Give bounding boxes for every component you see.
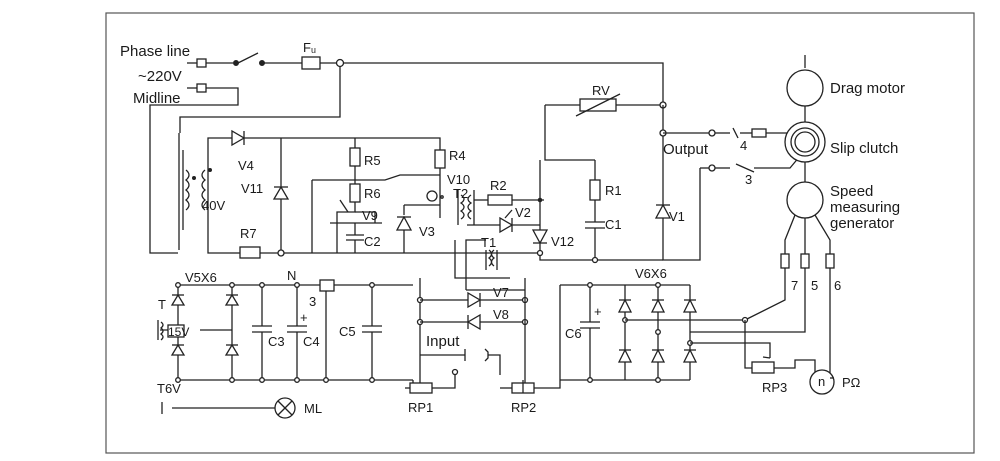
- resistor-r2: [487, 194, 513, 206]
- input-section: [405, 278, 561, 394]
- speed-meter: [809, 369, 835, 395]
- label-r6: R6: [364, 186, 381, 201]
- regulator-n: [319, 279, 335, 292]
- label-three-inner: 3: [309, 294, 316, 309]
- label-c6: C6: [565, 326, 582, 341]
- label-c4: C4: [303, 334, 320, 349]
- label-r4: R4: [449, 148, 466, 163]
- label-c5: C5: [339, 324, 356, 339]
- label-n-gen: n: [818, 374, 825, 389]
- label-r5: R5: [364, 153, 381, 168]
- label-15v: 15V: [168, 325, 189, 339]
- label-r2: R2: [490, 178, 507, 193]
- label-t: T: [158, 297, 166, 312]
- label-r1: R1: [605, 183, 622, 198]
- label-slip-clutch: Slip clutch: [830, 140, 898, 157]
- label-v10: V10: [447, 172, 470, 187]
- label-v3: V3: [419, 224, 435, 239]
- motor-assembly: [690, 55, 835, 378]
- label-p-omega: PΩ: [842, 375, 861, 390]
- label-t6v: T6V: [157, 381, 181, 396]
- diagram-frame: [105, 12, 975, 454]
- label-plus-c6: +: [594, 304, 602, 319]
- filter-capacitors: [252, 279, 413, 383]
- potentiometer-rp3: [751, 361, 775, 374]
- label-v9: V9: [362, 208, 378, 223]
- label-rp2: RP2: [511, 400, 536, 415]
- rectifier-v4: [230, 129, 540, 259]
- label-t2: T2: [453, 186, 468, 201]
- resistor-r7: [239, 246, 261, 259]
- label-v2: V2: [515, 205, 531, 220]
- label-v5x6: V5X6: [185, 270, 217, 285]
- label-term-6: 6: [834, 278, 841, 293]
- label-fuse: Fᵤ: [303, 40, 316, 55]
- resistor-r4: [434, 149, 446, 169]
- label-ml: ML: [304, 401, 322, 416]
- label-v8: V8: [493, 307, 509, 322]
- bridge-v6x6: [560, 282, 771, 383]
- resistor-r6: [349, 183, 361, 203]
- label-t1: T1: [481, 235, 496, 250]
- label-output: Output: [663, 141, 709, 158]
- potentiometer-rp1: [409, 382, 433, 394]
- label-220v: ~220V: [138, 68, 182, 85]
- label-c2: C2: [364, 234, 381, 249]
- label-rp1: RP1: [408, 400, 433, 415]
- label-term-5: 5: [811, 278, 818, 293]
- label-speed-2: measuring: [830, 199, 900, 216]
- control-chain-r4: [395, 149, 544, 253]
- label-term-3: 3: [745, 172, 752, 187]
- label-v12: V12: [551, 234, 574, 249]
- fuse: [301, 56, 321, 70]
- label-speed-3: generator: [830, 215, 894, 232]
- label-term-7: 7: [791, 278, 798, 293]
- clutch-leads: [715, 127, 806, 173]
- label-plus-c4: +: [300, 310, 308, 325]
- label-v7: V7: [493, 285, 509, 300]
- output-section: [544, 93, 716, 264]
- resistor-r1: [589, 179, 601, 201]
- label-phase-line: Phase line: [120, 43, 190, 60]
- drag-motor-symbol: [786, 69, 824, 107]
- label-term-4: 4: [740, 138, 747, 153]
- label-speed-1: Speed: [830, 183, 873, 200]
- label-rp3: RP3: [762, 380, 787, 395]
- control-chain-r5-r6: [311, 138, 440, 253]
- labels: Phase line ~220V Midline Fᵤ RV Output Dr…: [120, 40, 905, 416]
- label-r7: R7: [240, 226, 257, 241]
- label-v4: V4: [238, 158, 254, 173]
- label-c3: C3: [268, 334, 285, 349]
- label-c1: C1: [605, 217, 622, 232]
- label-40v: 40V: [202, 198, 225, 213]
- rp3-meter: [744, 320, 835, 395]
- label-rv: RV: [592, 83, 610, 98]
- label-v6x6: V6X6: [635, 266, 667, 281]
- label-midline: Midline: [133, 90, 181, 107]
- label-drag-motor: Drag motor: [830, 80, 905, 97]
- label-v11: V11: [241, 181, 263, 196]
- speed-generator-symbol: [786, 181, 824, 219]
- lamp-ml: [161, 397, 296, 419]
- resistor-r5: [349, 147, 361, 167]
- label-n: N: [287, 268, 296, 283]
- mains-input: [149, 52, 664, 254]
- label-v1: V1: [669, 209, 685, 224]
- transformer-40v: [182, 137, 230, 254]
- thyristor-section: [454, 160, 663, 290]
- label-input: Input: [426, 333, 460, 350]
